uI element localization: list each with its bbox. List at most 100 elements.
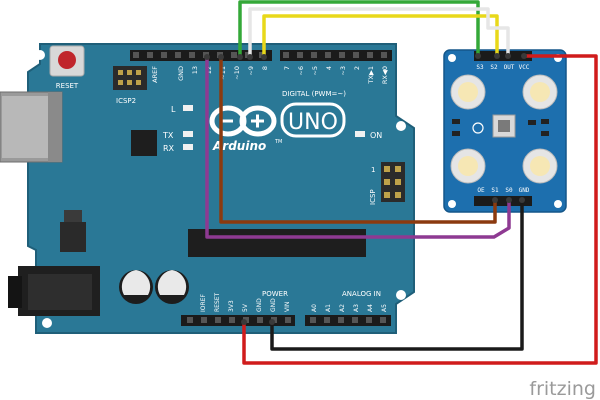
wire-endpoint — [492, 197, 498, 203]
wire-endpoint — [261, 54, 267, 60]
wire-green-s3[interactable] — [238, 0, 480, 59]
pin-label-7: 7 — [283, 66, 291, 70]
capacitor-left — [119, 270, 153, 304]
mount-hole — [396, 290, 406, 300]
icsp2-header — [113, 66, 147, 90]
wire-endpoint — [241, 319, 247, 325]
sensor-led-top-right — [522, 74, 558, 110]
power-label: POWER — [262, 290, 288, 298]
wire-endpoint — [475, 53, 481, 59]
usb-chip — [131, 130, 157, 156]
pin-label-5: ~5 — [311, 66, 319, 76]
pin-label-8: 8 — [261, 66, 269, 70]
mount-hole — [35, 50, 45, 60]
led-l — [183, 105, 193, 111]
wire-endpoint — [247, 54, 253, 60]
sensor-pin-s2: S2 — [490, 64, 498, 71]
tm-mark: TM — [274, 139, 282, 145]
pin-label-tx: TX▶1 — [367, 66, 375, 85]
pin-label-5v: 5V — [242, 303, 249, 312]
wire-brown-s1[interactable] — [219, 55, 497, 224]
pin-label-vin: VIN — [284, 302, 291, 312]
analog-label: ANALOG IN — [342, 290, 381, 298]
wire-endpoint — [237, 54, 243, 60]
icsp-pin1-label: 1 — [371, 166, 375, 174]
dc-jack — [8, 266, 100, 316]
pin-label-reset: RESET — [214, 292, 221, 312]
reset-button[interactable] — [49, 45, 85, 77]
pin-label-ioref: IOREF — [200, 294, 207, 312]
usb-connector — [0, 91, 63, 163]
pin-label-a5: A5 — [381, 304, 388, 312]
pin-label-rx: RX◀0 — [381, 66, 389, 84]
led-on — [355, 131, 365, 137]
sensor-pin-oe: OE — [477, 187, 485, 194]
wire-endpoint — [494, 53, 500, 59]
sensor-pin-gnd: GND — [519, 187, 530, 194]
wire-endpoint — [519, 197, 525, 203]
pin-label-a2: A2 — [339, 304, 346, 312]
wire-white-out[interactable] — [248, 7, 510, 59]
wire-black-gnd[interactable] — [270, 198, 524, 351]
sensor-pin-s0: S0 — [505, 187, 513, 194]
sensor-pin-vcc: VCC — [519, 64, 530, 71]
digital-header-right — [280, 50, 392, 61]
atmega-chip — [188, 229, 366, 257]
sensor-led-top-left — [450, 74, 486, 110]
uno-label: UNO — [288, 110, 338, 135]
mount-hole — [396, 121, 406, 131]
led-rx — [183, 144, 193, 150]
sensor-pin-out: OUT — [504, 64, 515, 71]
pin-label-gnd2: GND — [270, 298, 277, 312]
led-l-label: L — [171, 105, 176, 114]
pin-label-aref: AREF — [151, 66, 159, 83]
voltage-regulator — [60, 210, 86, 252]
icsp2-label: ICSP2 — [116, 97, 136, 105]
pin-label-a1: A1 — [325, 304, 332, 312]
capacitor-right — [155, 270, 189, 304]
pin-label-a0: A0 — [311, 304, 318, 312]
sensor-pin-s3: S3 — [476, 64, 484, 71]
pin-label-a3: A3 — [353, 304, 360, 312]
led-on-label: ON — [370, 131, 382, 140]
arduino-brand: Arduino — [212, 139, 266, 153]
sensor-led-bottom-left — [450, 148, 486, 184]
pin-label-11: ~11 — [219, 66, 227, 80]
pin-label-12: 12 — [205, 66, 213, 74]
icsp-header — [381, 162, 405, 202]
led-tx-label: TX — [162, 131, 174, 140]
wire-endpoint — [506, 197, 512, 203]
wire-endpoint — [521, 53, 527, 59]
reset-label: RESET — [56, 82, 79, 90]
led-rx-label: RX — [163, 144, 175, 153]
wire-yellow-s2[interactable] — [262, 14, 499, 59]
wire-endpoint — [204, 54, 210, 60]
mount-hole — [42, 318, 52, 328]
sensor-led-bottom-right — [522, 148, 558, 184]
arduino-logo — [209, 105, 277, 137]
sensor-pin-s1: S1 — [491, 187, 499, 194]
pin-label-9: ~9 — [247, 66, 255, 76]
wire-red-vcc[interactable] — [242, 54, 598, 365]
icsp-label: ICSP — [369, 189, 377, 205]
fritzing-watermark: fritzing — [529, 378, 596, 400]
pin-label-3v3: 3V3 — [228, 300, 235, 312]
pin-label-gnd1: GND — [256, 298, 263, 312]
wire-purple-s0[interactable] — [205, 55, 511, 239]
wire-endpoint — [269, 319, 275, 325]
pin-label-a4: A4 — [367, 304, 374, 312]
pin-label-10: ~10 — [233, 66, 241, 80]
pin-label-6: ~6 — [297, 66, 305, 76]
analog-header — [305, 315, 391, 326]
wire-endpoint — [505, 53, 511, 59]
wire-endpoint — [218, 54, 224, 60]
led-tx — [183, 131, 193, 137]
pin-label-13: 13 — [191, 66, 199, 74]
pin-label-3: ~3 — [339, 66, 347, 76]
pin-label-2: 2 — [353, 66, 361, 70]
color-sensor-module — [443, 49, 567, 213]
power-header — [181, 315, 295, 326]
uno-badge — [280, 102, 346, 138]
